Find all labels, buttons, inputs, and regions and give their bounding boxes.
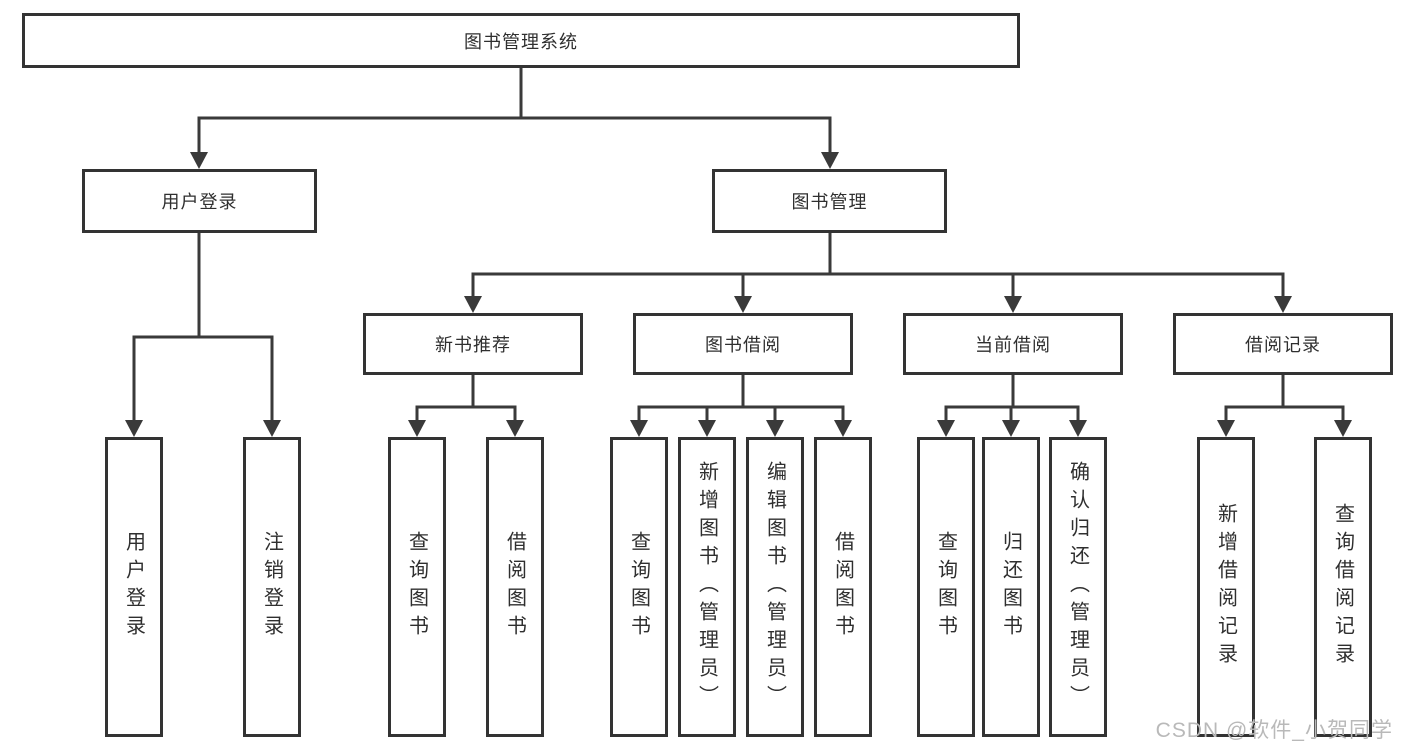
node-bb-borrow-book: 借阅图书 — [814, 437, 872, 737]
node-book-management: 图书管理 — [712, 169, 947, 233]
node-user-login-action: 用户登录 — [105, 437, 163, 737]
node-book-borrow: 图书借阅 — [633, 313, 853, 375]
node-user-login: 用户登录 — [82, 169, 317, 233]
node-nbr-query-book: 查询图书 — [388, 437, 446, 737]
node-cb-return-book: 归还图书 — [982, 437, 1040, 737]
node-new-book-recommend: 新书推荐 — [363, 313, 583, 375]
node-cb-confirm-return-admin: 确认归还（管理员） — [1049, 437, 1107, 737]
node-nbr-borrow-book: 借阅图书 — [486, 437, 544, 737]
node-br-add-record: 新增借阅记录 — [1197, 437, 1255, 737]
node-cb-query-book: 查询图书 — [917, 437, 975, 737]
csdn-watermark: CSDN @软件_小贺同学 — [1155, 719, 1393, 742]
node-root: 图书管理系统 — [22, 13, 1020, 68]
node-bb-query-book: 查询图书 — [610, 437, 668, 737]
node-current-borrow: 当前借阅 — [903, 313, 1123, 375]
node-logout-action: 注销登录 — [243, 437, 301, 737]
node-bb-add-book-admin: 新增图书（管理员） — [678, 437, 736, 737]
node-br-query-record: 查询借阅记录 — [1314, 437, 1372, 737]
node-borrow-record: 借阅记录 — [1173, 313, 1393, 375]
node-bb-edit-book-admin: 编辑图书（管理员） — [746, 437, 804, 737]
